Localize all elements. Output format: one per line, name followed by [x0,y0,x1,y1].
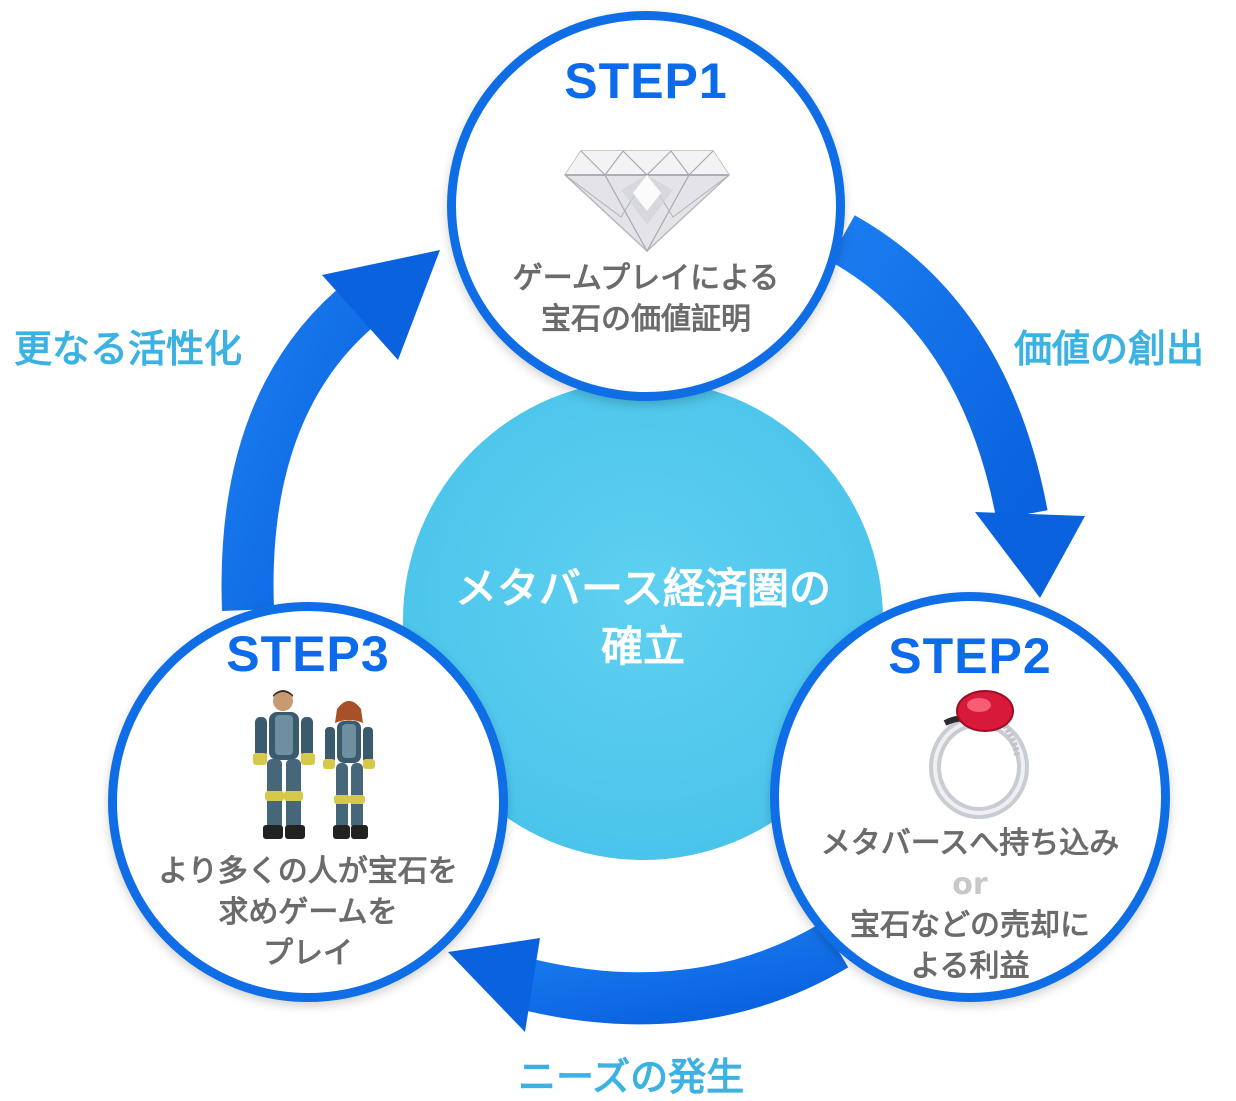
step1-line-2: 宝石の価値証明 [541,302,751,337]
step1-circle: STEP1 ゲームプレイによる 宝石の価値証明 [447,11,845,401]
step3-line-3: プレイ [263,936,353,971]
step1-line-1: ゲームプレイによる [512,261,780,296]
flow-label-value-creation: 価値の創出 [1014,327,1205,371]
step3-title: STEP3 [226,626,390,682]
step3-line-1: より多くの人が宝石を [158,854,458,889]
arrow-step2-to-step3 [448,922,849,1032]
center-title: メタバース経済圏の 確立 [403,560,883,676]
arrow-step3-to-step1 [221,250,440,611]
female-character-figure [323,701,375,839]
step3-description: より多くの人が宝石を 求めゲームを プレイ [117,851,499,974]
flow-label-further-activation: 更なる活性化 [14,327,243,371]
center-title-line-2: 確立 [600,622,685,671]
flow-label-needs-arise: ニーズの発生 [518,1055,745,1099]
diamond-icon [564,150,730,253]
step2-line-4: よる利益 [910,949,1030,984]
step2-title: STEP2 [888,628,1052,684]
step2-description: メタバースへ持ち込み or 宝石などの売却に よる利益 [779,823,1161,987]
arrow-step1-to-step2 [829,215,1085,598]
step3-circle: STEP3 [108,602,508,1002]
step2-or: or [952,867,988,902]
step2-line-1: メタバースへ持ち込み [820,826,1120,861]
male-character-figure [253,690,315,839]
step1-title: STEP1 [564,53,728,109]
step2-line-3: 宝石などの売却に [850,908,1090,943]
game-characters-icon [253,690,375,839]
step3-line-2: 求めゲームを [218,895,398,930]
ruby-ring-icon [929,690,1029,819]
center-title-line-1: メタバース経済圏の [455,564,831,613]
step2-circle: STEP2 メタバースへ持ち込み or 宝石などの売却に よる利益 [770,592,1170,1002]
step1-description: ゲームプレイによる 宝石の価値証明 [456,258,836,340]
